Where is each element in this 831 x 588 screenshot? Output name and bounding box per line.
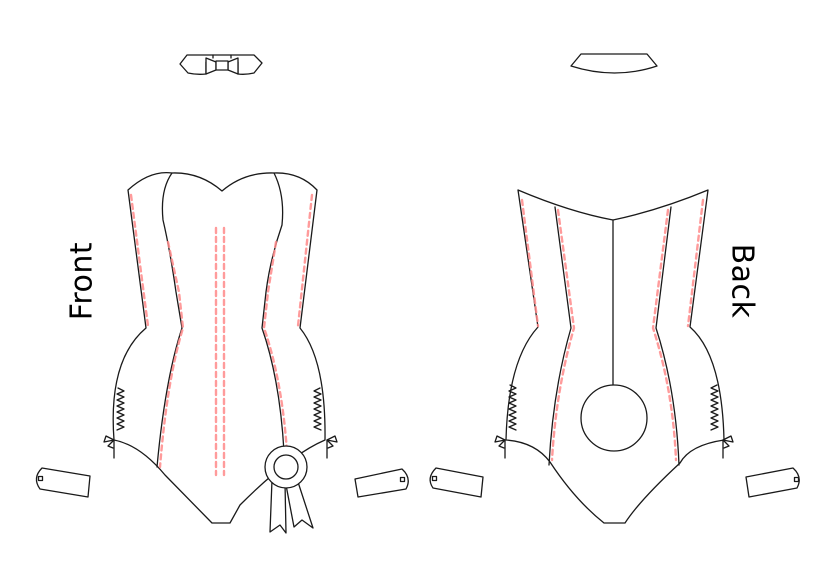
front-view-label: Front	[64, 241, 100, 321]
lacing-back-right	[710, 384, 734, 459]
lacing-left	[103, 387, 125, 459]
cuff-front-left	[35, 467, 91, 498]
front-collar	[179, 54, 263, 75]
lacing-back-left	[494, 384, 517, 459]
cuff-front-right	[354, 468, 409, 498]
cuff-back-left	[429, 467, 484, 498]
rosette-icon	[264, 445, 314, 534]
front-bodysuit	[103, 171, 338, 534]
back-bodysuit	[494, 189, 734, 524]
back-collar	[570, 53, 658, 74]
bow-tie-icon	[205, 54, 239, 75]
lacing-right	[313, 387, 338, 459]
back-view-label: Back	[724, 243, 760, 319]
cuff-back-right	[745, 467, 800, 498]
